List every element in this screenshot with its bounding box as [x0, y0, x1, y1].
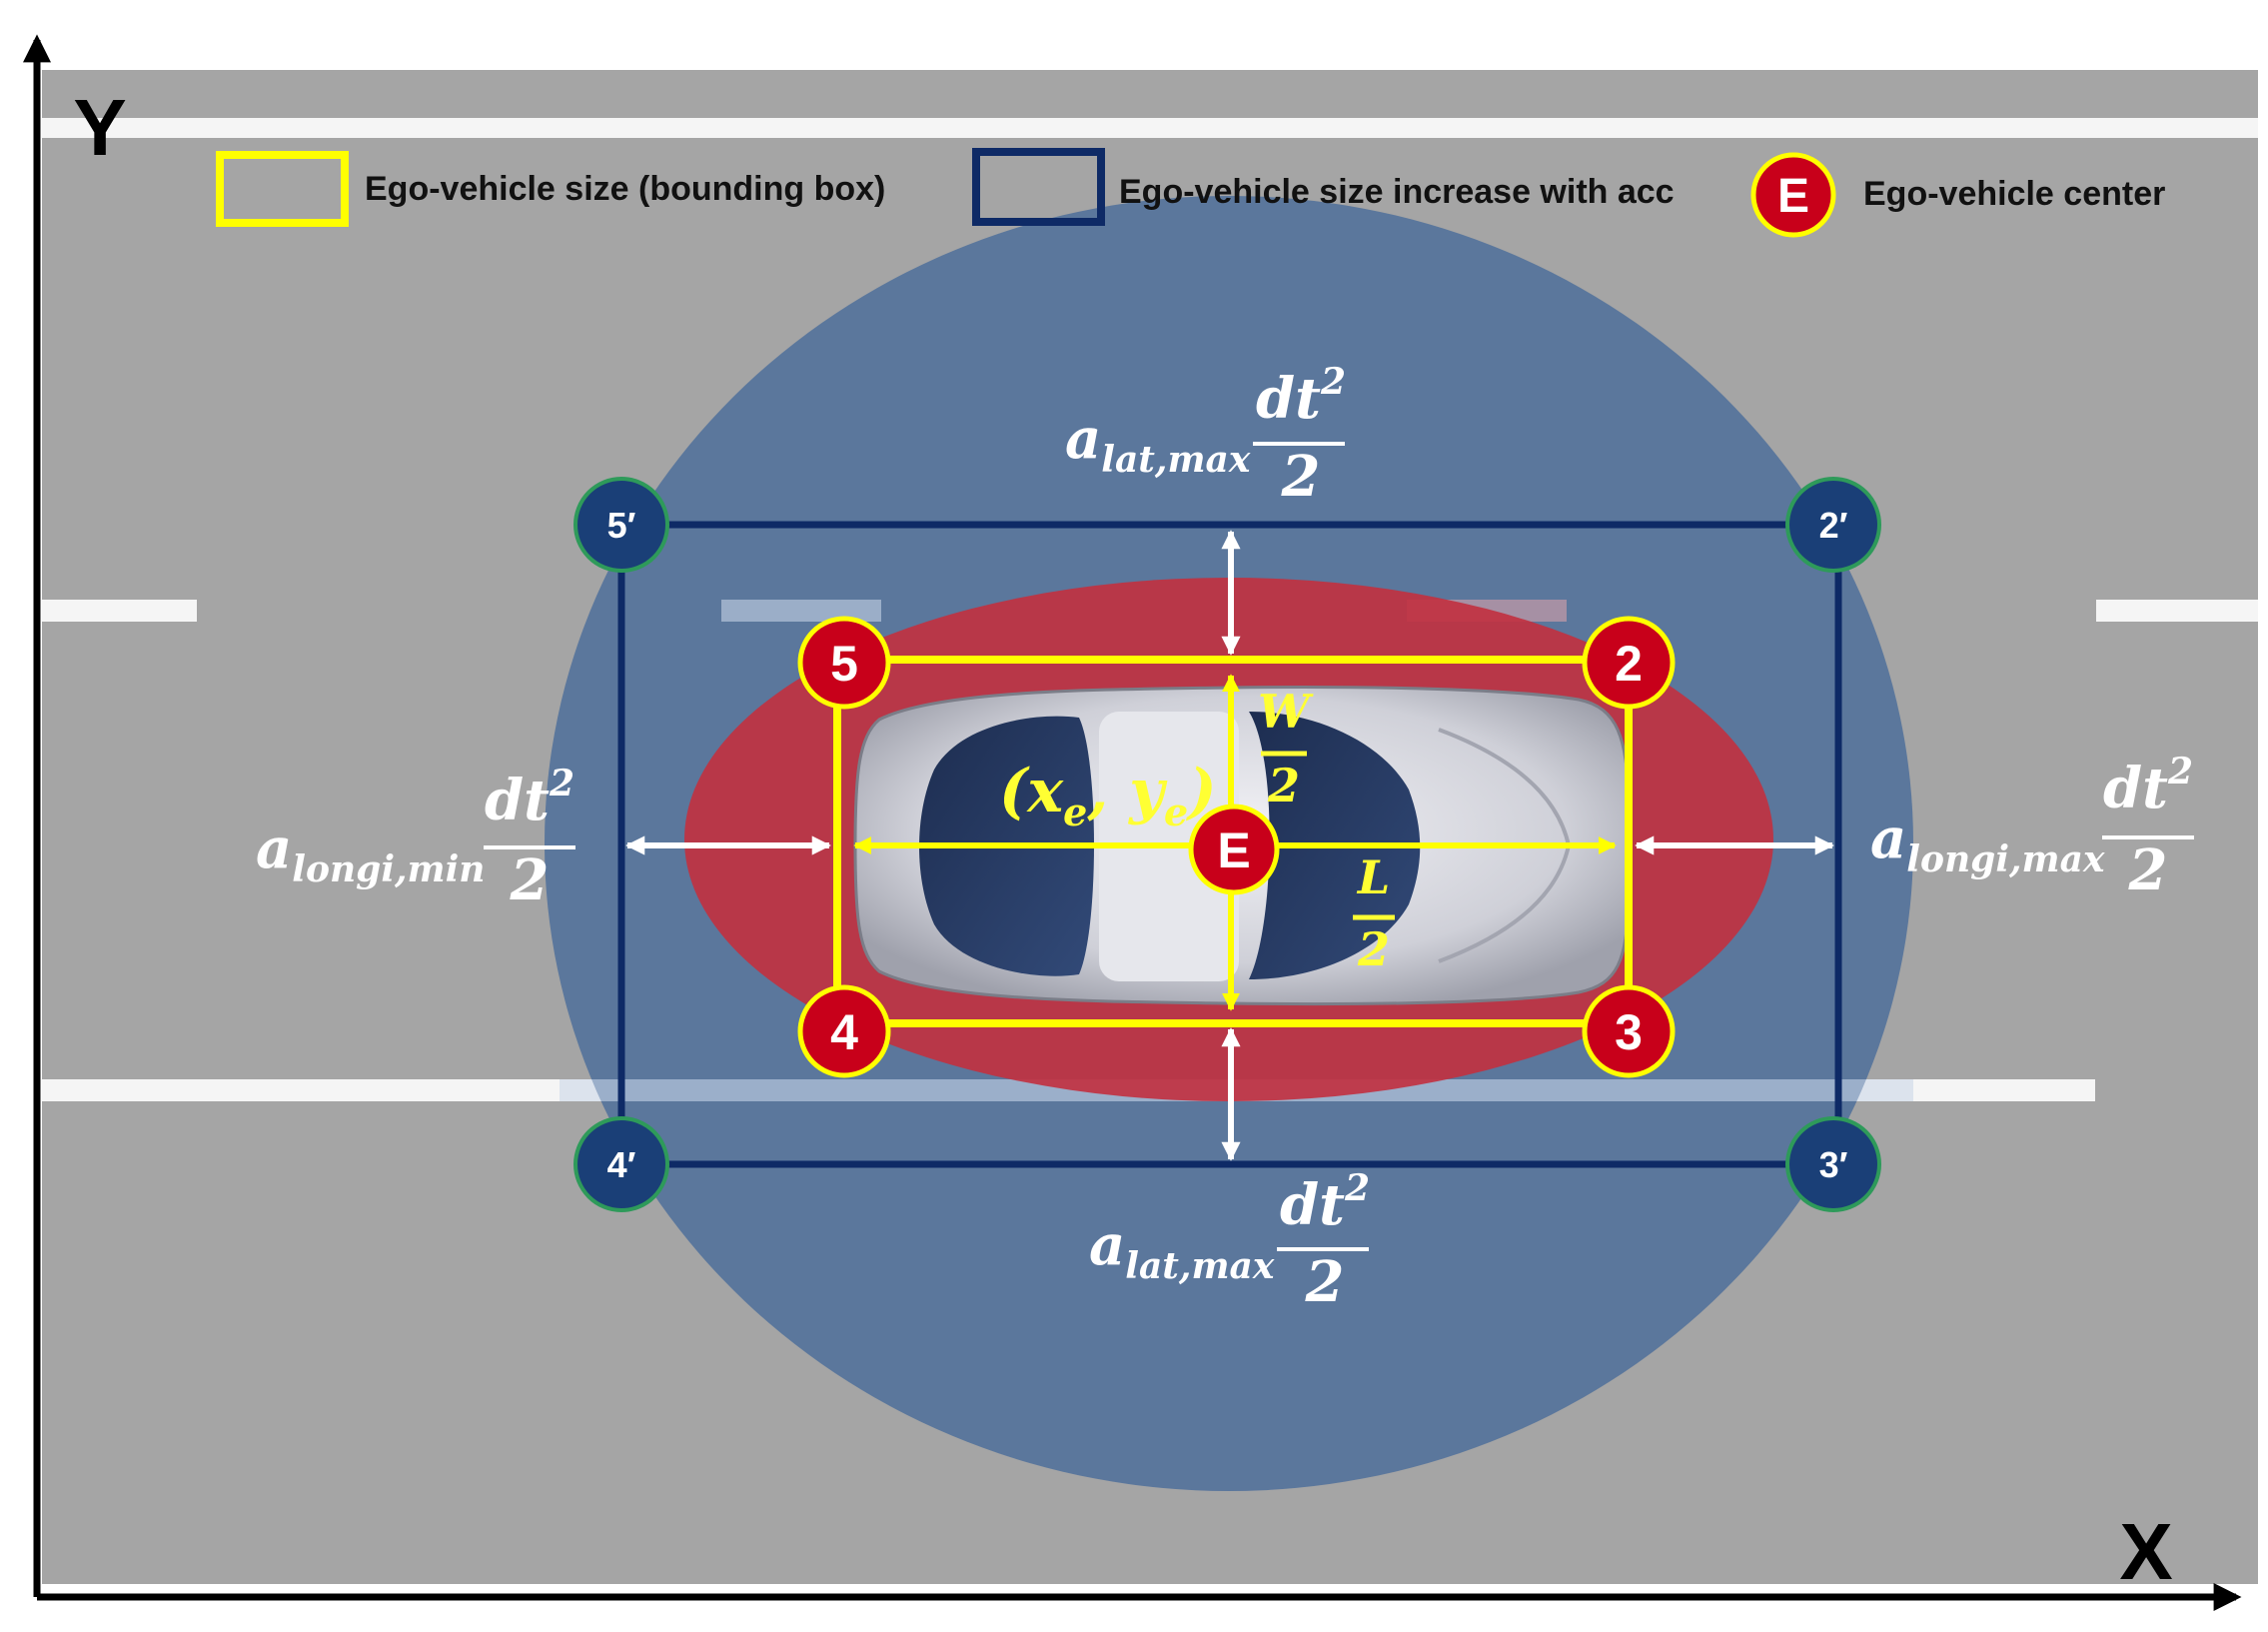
inner-corner-4: 4 — [797, 984, 891, 1078]
half-length-denominator: 2 — [1357, 922, 1390, 976]
outer-corner-2-label: 2′ — [1819, 505, 1848, 546]
top-formula-denominator: 2 — [1281, 444, 1321, 510]
y-axis-label: Y — [73, 83, 126, 172]
left-formula-a: alongi,min — [256, 816, 485, 890]
legend: Ego-vehicle size (bounding box) Ego-vehi… — [216, 148, 2165, 238]
vehicle-bounding-box — [833, 656, 1633, 1027]
half-length-label: L 2 — [1353, 850, 1395, 976]
bottom-formula-denominator: 2 — [1305, 1249, 1345, 1315]
half-width-label: W 2 — [1258, 685, 1314, 813]
outer-corner-5-label: 5′ — [607, 505, 636, 546]
bottom-expansion-formula: alat,max dt2 2 — [1089, 1167, 1370, 1315]
inner-corner-4-label: 4 — [830, 1004, 858, 1060]
coord-y-sub: e — [1164, 790, 1188, 834]
x-axis-label: X — [2119, 1507, 2172, 1596]
inner-corner-3-label: 3 — [1615, 1004, 1643, 1060]
outer-corner-5: 5′ — [573, 477, 669, 573]
legend-swatch-increase — [972, 148, 1105, 226]
lane-dash-right — [2096, 600, 2258, 622]
coord-open: ( — [999, 757, 1030, 826]
lane-dash-under-left — [721, 600, 881, 622]
legend-center-marker — [1750, 152, 1836, 238]
left-formula-denominator: 2 — [510, 847, 550, 913]
outer-corner-4-label: 4′ — [607, 1144, 636, 1185]
top-formula-numerator: dt2 — [1256, 361, 1346, 432]
coord-close: ) — [1185, 757, 1216, 826]
bottom-formula-a: alat,max — [1089, 1212, 1275, 1287]
ego-center-marker: E — [1188, 804, 1280, 895]
legend-label-bounding-box: Ego-vehicle size (bounding box) — [365, 170, 885, 208]
inner-corner-3: 3 — [1582, 984, 1676, 1078]
half-width-denominator: 2 — [1267, 759, 1300, 813]
right-formula-a: alongi,max — [1870, 806, 2105, 880]
left-formula-numerator: dt2 — [485, 763, 574, 833]
half-length-numerator: L — [1356, 850, 1390, 904]
legend-label-increase: Ego-vehicle size increase with acc — [1119, 173, 1675, 211]
inner-corner-2-label: 2 — [1615, 636, 1643, 692]
right-formula-numerator: dt2 — [2103, 751, 2193, 821]
ego-center-badge: E — [1217, 822, 1250, 878]
coord-y: y — [1127, 757, 1168, 826]
outer-corner-2: 2′ — [1785, 477, 1881, 573]
inner-corner-2: 2 — [1582, 616, 1676, 710]
coord-x-sub: e — [1063, 790, 1087, 834]
coord-sep: , — [1086, 757, 1129, 826]
outer-corner-3-label: 3′ — [1819, 1144, 1848, 1185]
outer-corner-3: 3′ — [1785, 1116, 1881, 1212]
legend-label-center: Ego-vehicle center — [1863, 175, 2165, 213]
right-formula-denominator: 2 — [2128, 837, 2168, 903]
left-expansion-formula: alongi,min dt2 2 — [256, 763, 575, 913]
half-width-numerator: W — [1258, 685, 1314, 739]
coord-x: x — [1025, 757, 1064, 826]
bottom-formula-numerator: dt2 — [1280, 1167, 1370, 1238]
top-expansion-formula: alat,max dt2 2 — [1065, 361, 1346, 510]
top-formula-a: alat,max — [1065, 406, 1251, 481]
legend-swatch-bounding-box — [216, 151, 349, 227]
center-coordinates: (xe, ye) — [999, 757, 1217, 834]
lane-dash-left — [42, 600, 197, 622]
legend-center-badge: E — [1777, 170, 1809, 223]
inner-corner-5: 5 — [797, 616, 891, 710]
inner-corner-5-label: 5 — [830, 636, 858, 692]
right-expansion-formula: alongi,max dt2 2 — [1870, 751, 2194, 903]
outer-corner-4: 4′ — [573, 1116, 669, 1212]
expanded-bounding-box — [617, 521, 1842, 1168]
lane-line-top — [42, 118, 2258, 138]
